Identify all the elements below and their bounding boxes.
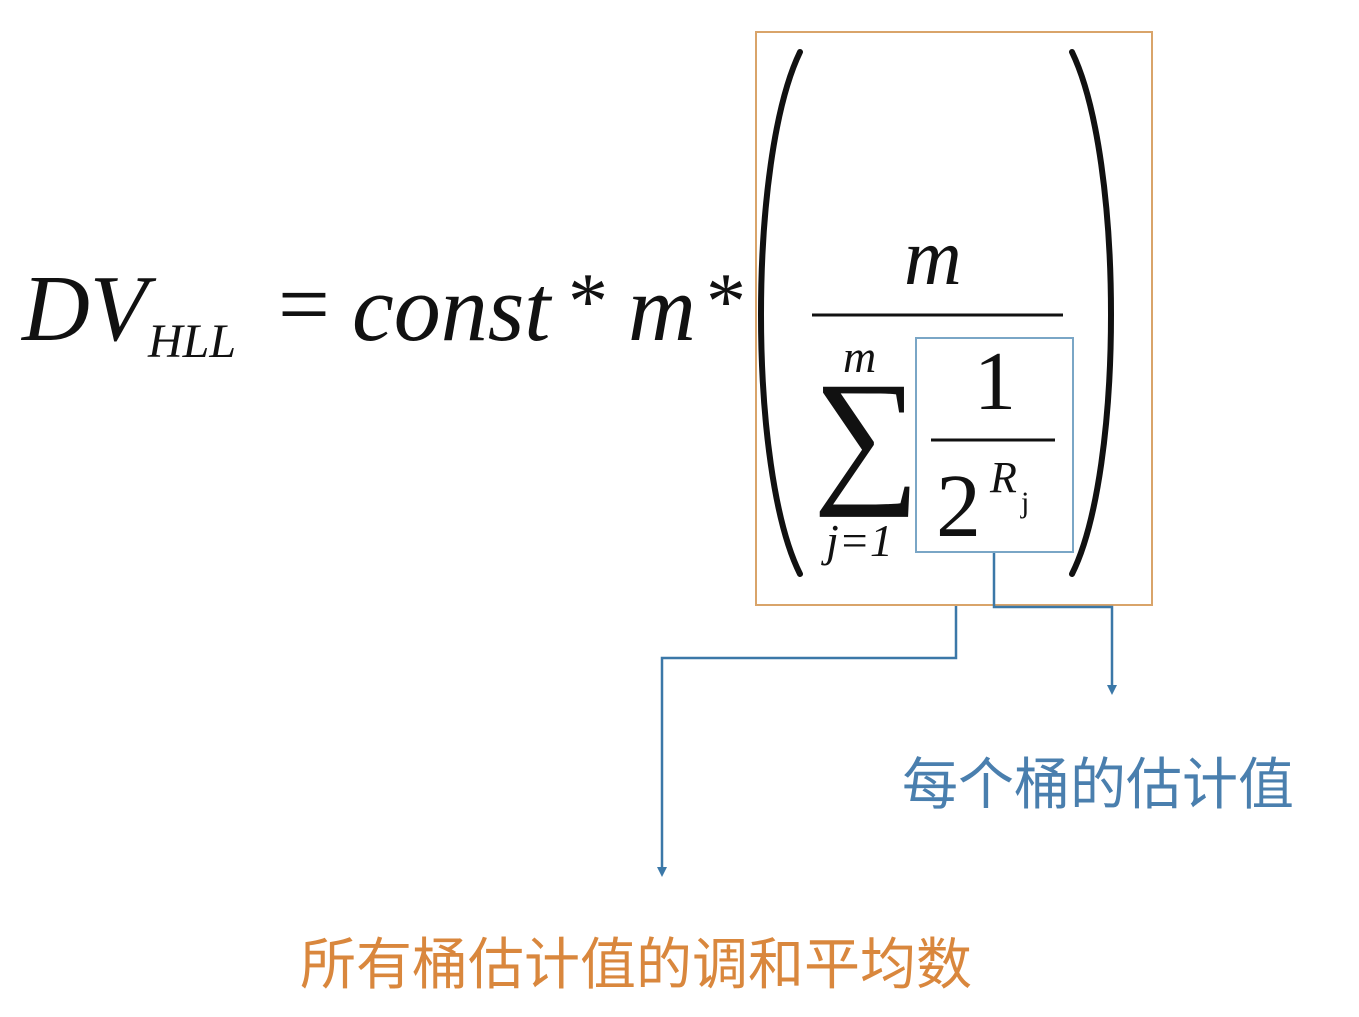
hll-subscript: HLL [148,315,237,368]
dv-symbol: DV [22,257,148,361]
sum-lower-limit: j=1 [826,515,893,566]
label-harmonic-mean: 所有桶估计值的调和平均数 [300,933,972,998]
inner-base-two: 2 [936,457,981,556]
sum-upper-limit: m [843,331,877,382]
outer-highlight-box [755,31,1153,606]
exponent-subscript-j: j [1021,486,1030,519]
multiply-star-1: * [568,258,608,346]
sum-symbol: ∑ [813,352,920,518]
multiply-star-2: * [706,258,746,346]
inner-numerator-one: 1 [974,335,1016,428]
arrow-harmonic-mean [657,606,958,877]
equals-sign: = [278,253,330,355]
right-parenthesis [1069,49,1114,577]
arrow-each-bucket [992,553,1117,695]
const-term: const [352,257,551,361]
m-factor: m [628,257,696,361]
label-each-bucket-estimate: 每个桶的估计值 [902,753,1294,818]
left-parenthesis [758,49,803,577]
fraction-numerator-m: m [904,214,962,302]
inner-highlight-box [915,337,1074,553]
exponent-r: R [990,453,1017,502]
